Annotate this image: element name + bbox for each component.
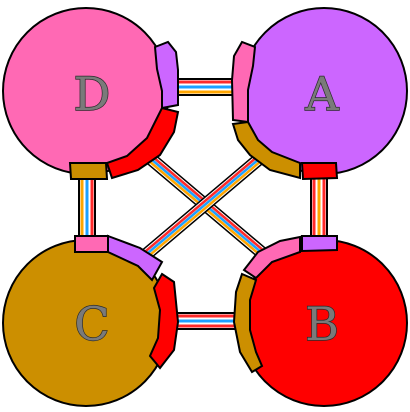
node-a-segment-d xyxy=(230,40,257,124)
node-b-segment-a xyxy=(301,235,338,253)
node-d-label: D xyxy=(74,67,111,121)
node-b-label: B xyxy=(305,297,339,351)
node-d-segment-a xyxy=(153,40,179,110)
edge-a-c xyxy=(137,143,277,263)
edge-c-b xyxy=(170,312,245,330)
edge-d-c xyxy=(78,175,96,236)
node-c: C xyxy=(2,234,180,407)
node-a-segment-b xyxy=(300,162,339,181)
node-a: A xyxy=(230,7,408,181)
node-c-label: C xyxy=(74,297,109,351)
edge-a-b xyxy=(310,175,328,236)
node-a-label: A xyxy=(304,67,339,121)
node-b-segment-d xyxy=(242,235,301,280)
node-c-segment-d xyxy=(74,235,109,253)
nodes: D A C B xyxy=(2,7,408,407)
connections xyxy=(78,78,328,330)
node-d: D xyxy=(2,7,180,180)
node-d-segment-c xyxy=(68,162,109,180)
node-b-segment-c xyxy=(232,272,264,374)
node-d-segment-b xyxy=(105,106,180,180)
node-b: B xyxy=(232,235,408,407)
node-a-segment-c xyxy=(231,120,301,180)
node-c-segment-b xyxy=(148,272,180,370)
node-c-segment-a xyxy=(107,234,164,282)
